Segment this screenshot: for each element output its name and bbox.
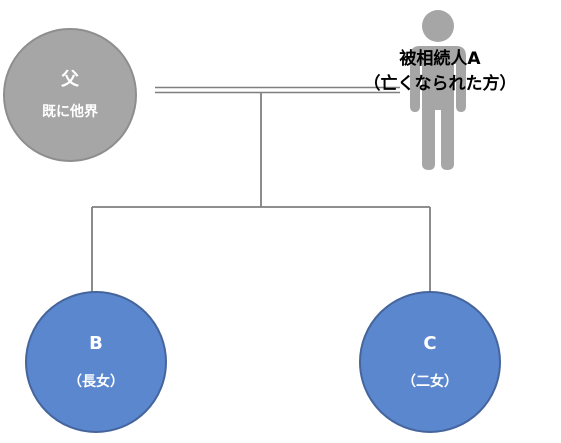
child-b-name: B [89, 333, 103, 354]
child-node-b: B （長女） [25, 291, 167, 433]
decedent-label: 被相続人A （亡くなられた方） [340, 48, 540, 96]
decedent-name: 被相続人A [399, 49, 481, 69]
child-c-name: C [423, 333, 437, 354]
person-icon [410, 10, 466, 170]
decedent-note: （亡くなられた方） [363, 74, 517, 94]
father-status: 既に他界 [42, 104, 98, 120]
child-b-relation: （長女） [68, 374, 124, 390]
father-node: 父 既に他界 [3, 28, 137, 162]
child-node-c: C （二女） [359, 291, 501, 433]
child-c-relation: （二女） [402, 374, 458, 390]
father-name: 父 [61, 69, 79, 90]
